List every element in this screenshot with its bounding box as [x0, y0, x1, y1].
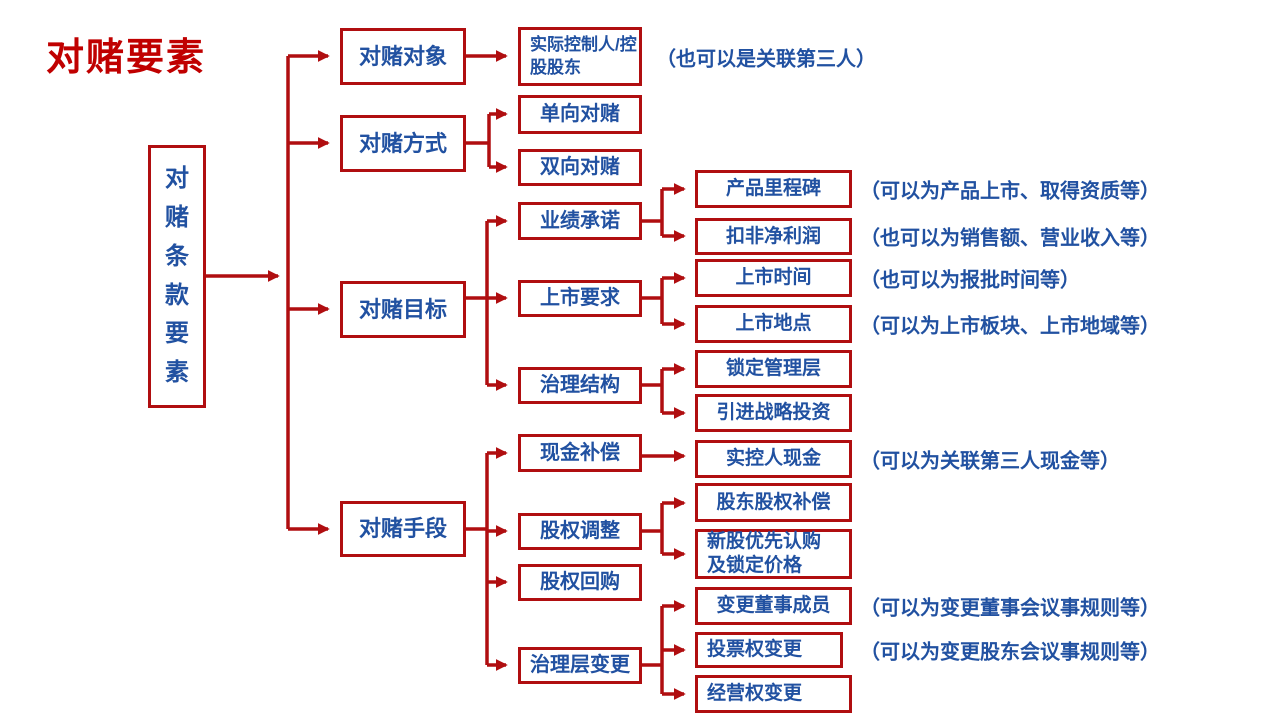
- node-label: 投票权变更: [707, 639, 803, 661]
- node-label: 实际控制人/控股股东: [530, 35, 637, 77]
- node-label: 业绩承诺: [540, 209, 620, 232]
- node-label: 治理结构: [540, 374, 620, 396]
- node-actual-controller: 实际控制人/控股股东: [518, 27, 642, 86]
- node-governance-change: 治理层变更: [518, 647, 642, 684]
- page-title: 对赌要素: [46, 37, 207, 79]
- node-performance-commitment: 业绩承诺: [518, 202, 642, 240]
- node-vam-object: 对赌对象: [340, 28, 466, 85]
- note-board-change: （可以为变更董事会议事规则等）: [860, 597, 1160, 620]
- node-voting-right-change: 投票权变更: [695, 632, 843, 668]
- node-label: 锁定管理层: [725, 358, 821, 380]
- node-label: 实控人现金: [725, 448, 821, 470]
- node-label: 对赌条款要素: [165, 164, 189, 387]
- note-voting-change: （可以为变更股东会议事规则等）: [860, 641, 1160, 664]
- node-label: 上市地点: [735, 313, 812, 335]
- node-label: 单向对赌: [540, 103, 620, 125]
- node-one-way-vam: 单向对赌: [518, 95, 642, 134]
- node-label: 变更董事成员: [716, 595, 831, 617]
- note-controller-cash: （可以为关联第三人现金等）: [860, 450, 1120, 473]
- node-label: 扣非净利润: [725, 225, 821, 247]
- note-listing-place: （可以为上市板块、上市地域等）: [860, 315, 1160, 338]
- node-label: 引进战略投资: [716, 402, 831, 424]
- node-label: 产品里程碑: [725, 178, 821, 200]
- node-controller-cash: 实控人现金: [695, 440, 852, 478]
- node-label: 对赌方式: [358, 130, 447, 156]
- node-board-member-change: 变更董事成员: [695, 587, 852, 625]
- node-two-way-vam: 双向对赌: [518, 149, 642, 186]
- node-label: 股权回购: [540, 571, 620, 593]
- node-listing-requirement: 上市要求: [518, 280, 642, 317]
- node-listing-place: 上市地点: [695, 305, 852, 343]
- node-label: 股东股权补偿: [716, 491, 831, 513]
- node-equity-adjustment: 股权调整: [518, 513, 642, 550]
- node-label: 对赌手段: [358, 516, 447, 542]
- node-listing-time: 上市时间: [695, 259, 852, 297]
- node-root-vam-clause-elements: 对赌条款要素: [148, 145, 206, 408]
- node-vam-goal: 对赌目标: [340, 281, 466, 338]
- node-label: 新股优先认购及锁定价格: [707, 531, 822, 576]
- node-governance-structure: 治理结构: [518, 367, 642, 404]
- node-label: 现金补偿: [540, 441, 620, 464]
- node-product-milestone: 产品里程碑: [695, 170, 852, 208]
- node-strategic-investment: 引进战略投资: [695, 394, 852, 432]
- node-vam-mode: 对赌方式: [340, 115, 466, 172]
- node-operating-right-change: 经营权变更: [695, 675, 852, 713]
- node-equity-buyback: 股权回购: [518, 564, 642, 601]
- node-new-share-priority-subscription: 新股优先认购及锁定价格: [695, 529, 852, 579]
- node-label: 对赌对象: [358, 43, 447, 69]
- node-label: 对赌目标: [358, 296, 447, 322]
- note-listing-time: （也可以为报批时间等）: [860, 269, 1080, 292]
- node-label: 双向对赌: [540, 156, 620, 178]
- node-non-gaap-net-profit: 扣非净利润: [695, 218, 852, 255]
- node-cash-compensation: 现金补偿: [518, 434, 642, 472]
- node-shareholder-equity-compensation: 股东股权补偿: [695, 483, 852, 522]
- node-label: 上市时间: [735, 267, 812, 289]
- node-vam-means: 对赌手段: [340, 501, 466, 557]
- note-third-party: （也可以是关联第三人）: [656, 48, 876, 71]
- node-label: 股权调整: [540, 520, 620, 542]
- node-lock-management: 锁定管理层: [695, 350, 852, 388]
- node-label: 治理层变更: [530, 654, 630, 676]
- node-label: 上市要求: [540, 287, 620, 309]
- note-milestone: （可以为产品上市、取得资质等）: [860, 180, 1160, 203]
- note-net-profit: （也可以为销售额、营业收入等）: [860, 227, 1160, 250]
- node-label: 经营权变更: [707, 683, 803, 705]
